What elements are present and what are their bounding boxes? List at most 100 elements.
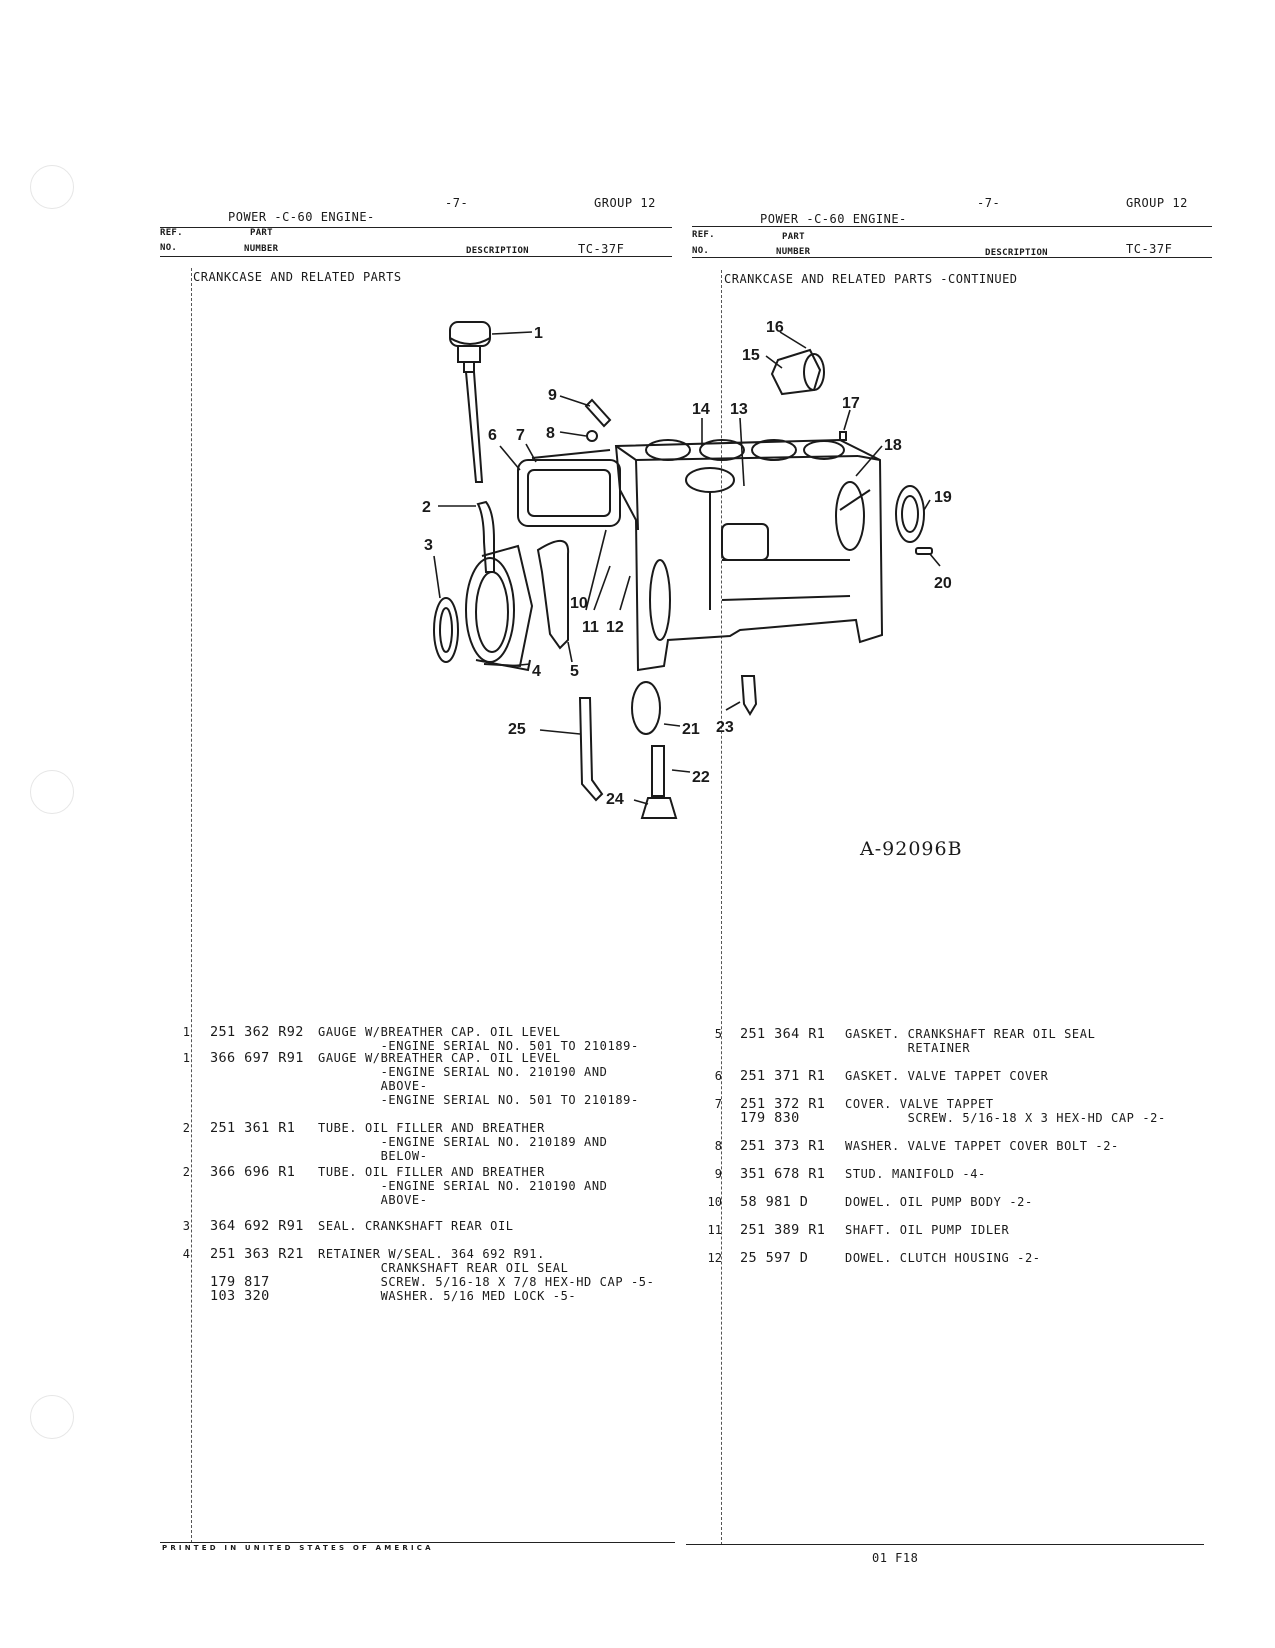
right-header-rule-top [692,226,1212,227]
callout-3: 3 [424,537,433,554]
part-20-dowel [915,547,933,555]
left-header-rule-top [160,227,672,228]
callout-10: 10 [570,595,588,612]
left-column-separator [191,268,192,1543]
callout-12: 12 [606,619,624,636]
part-description: GAUGE W/BREATHER CAP. OIL LEVEL -ENGINE … [318,1051,639,1107]
ref-number: 9 [714,1167,722,1181]
left-header-rule-bottom [160,256,672,257]
part-seal-retainer [465,544,534,672]
part-description: TUBE. OIL FILLER AND BREATHER -ENGINE SE… [318,1165,608,1207]
parts-list-right: 5 251 364 R1 GASKET. CRANKSHAFT REAR OIL… [692,1027,1232,1287]
part-number: 366 696 R1 [210,1164,296,1180]
part-description: GASKET. VALVE TAPPET COVER [845,1069,1049,1083]
part-number: 179 830 [740,1110,800,1126]
leader-lines [433,331,941,805]
callout-5: 5 [570,663,579,680]
right-header-rule-bottom [692,257,1212,258]
part-number: 103 320 [210,1288,270,1304]
ref-number: 3 [182,1219,190,1233]
right-header-group: GROUP 12 [1126,196,1188,210]
right-header-page-number: -7- [977,196,1001,210]
part-oil-filler-tube [476,500,495,573]
part-description: COVER. VALVE TAPPET [845,1097,994,1111]
part-description: SCREW. 5/16-18 X 7/8 HEX-HD CAP -5- [318,1275,655,1289]
callout-16: 16 [766,319,784,336]
part-description: GAUGE W/BREATHER CAP. OIL LEVEL -ENGINE … [318,1025,639,1053]
printed-in-usa: PRINTED IN UNITED STATES OF AMERICA [162,1544,434,1552]
callout-6: 6 [488,427,497,444]
part-23-bolt [740,675,758,716]
callout-25: 25 [508,721,526,738]
left-col-part: PART [250,228,273,238]
callout-15: 15 [742,347,760,364]
part-17 [839,431,847,441]
callout-1: 1 [534,325,543,342]
callout-24: 24 [606,791,624,808]
part-description: TUBE. OIL FILLER AND BREATHER -ENGINE SE… [318,1121,608,1163]
part-number: 58 981 D [740,1194,809,1210]
part-24-fitting [640,797,678,819]
left-col-no: NO. [160,243,178,253]
part-retainer-gasket [536,540,570,650]
part-number: 251 373 R1 [740,1138,826,1154]
diagram-svg: 1 2 3 4 5 6 7 8 9 10 11 12 13 14 15 16 1… [422,319,952,819]
parts-list-left: 1 251 362 R92 GAUGE W/BREATHER CAP. OIL … [160,1025,680,1305]
left-header-code: TC-37F [578,242,625,256]
part-description: STUD. MANIFOLD -4- [845,1167,986,1181]
callout-18: 18 [884,437,902,454]
callout-9: 9 [548,387,557,404]
right-header-title: POWER -C-60 ENGINE- [760,212,907,226]
part-description: SCREW. 5/16-18 X 3 HEX-HD CAP -2- [845,1111,1166,1125]
right-col-ref: REF. [692,230,715,240]
left-footer-rule [160,1542,675,1543]
part-number: 179 817 [210,1274,270,1290]
right-footer-rule [686,1544,1204,1545]
left-header-group: GROUP 12 [594,196,656,210]
part-22-screen [651,745,665,797]
part-description: DOWEL. OIL PUMP BODY -2- [845,1195,1033,1209]
right-column-separator [721,270,722,1545]
left-header-page-number: -7- [445,196,469,210]
footer-code: 01 F18 [872,1551,919,1565]
ref-number: 11 [707,1223,722,1237]
part-number: 251 363 R21 [210,1246,304,1262]
callout-14: 14 [692,401,710,418]
callout-11: 11 [582,619,599,636]
punch-hole-top [30,165,74,209]
part-manifold-stud [584,398,612,428]
part-description: RETAINER W/SEAL. 364 692 R91. CRANKSHAFT… [318,1247,569,1275]
part-description: DOWEL. CLUTCH HOUSING -2- [845,1251,1041,1265]
left-col-description: DESCRIPTION [466,246,529,256]
part-number: 251 371 R1 [740,1068,826,1084]
callout-4: 4 [532,663,541,680]
part-number: 251 361 R1 [210,1120,296,1136]
part-tappet-washer [586,430,598,442]
part-description: WASHER. VALVE TAPPET COVER BOLT -2- [845,1139,1119,1153]
ref-number: 2 [182,1121,190,1135]
ref-number: 2 [182,1165,190,1179]
part-number: 251 372 R1 [740,1096,826,1112]
part-tappet-cover [517,449,621,527]
callout-20: 20 [934,575,952,592]
ref-number: 7 [714,1097,722,1111]
right-section-title: CRANKCASE AND RELATED PARTS -CONTINUED [724,272,1018,286]
part-number: 25 597 D [740,1250,809,1266]
part-number: 251 362 R92 [210,1024,304,1040]
part-oil-gauge-breather-cap [449,321,491,483]
part-number: 351 678 R1 [740,1166,826,1182]
callout-17: 17 [842,395,860,412]
callout-8: 8 [546,425,555,442]
part-description: WASHER. 5/16 MED LOCK -5- [318,1289,577,1303]
ref-number: 1 [182,1051,190,1065]
callout-labels: 1 2 3 4 5 6 7 8 9 10 11 12 13 14 15 16 1… [422,319,952,808]
ref-number: 12 [707,1251,722,1265]
right-col-number: NUMBER [776,247,811,257]
right-col-part: PART [782,232,805,242]
crankcase-exploded-diagram: 1 2 3 4 5 6 7 8 9 10 11 12 13 14 15 16 1… [420,310,1020,870]
part-crankshaft-rear-seal [433,597,459,663]
callout-7: 7 [516,427,525,444]
part-cover-plate [770,348,825,396]
part-description: SHAFT. OIL PUMP IDLER [845,1223,1010,1237]
part-21-gasket [631,681,661,735]
